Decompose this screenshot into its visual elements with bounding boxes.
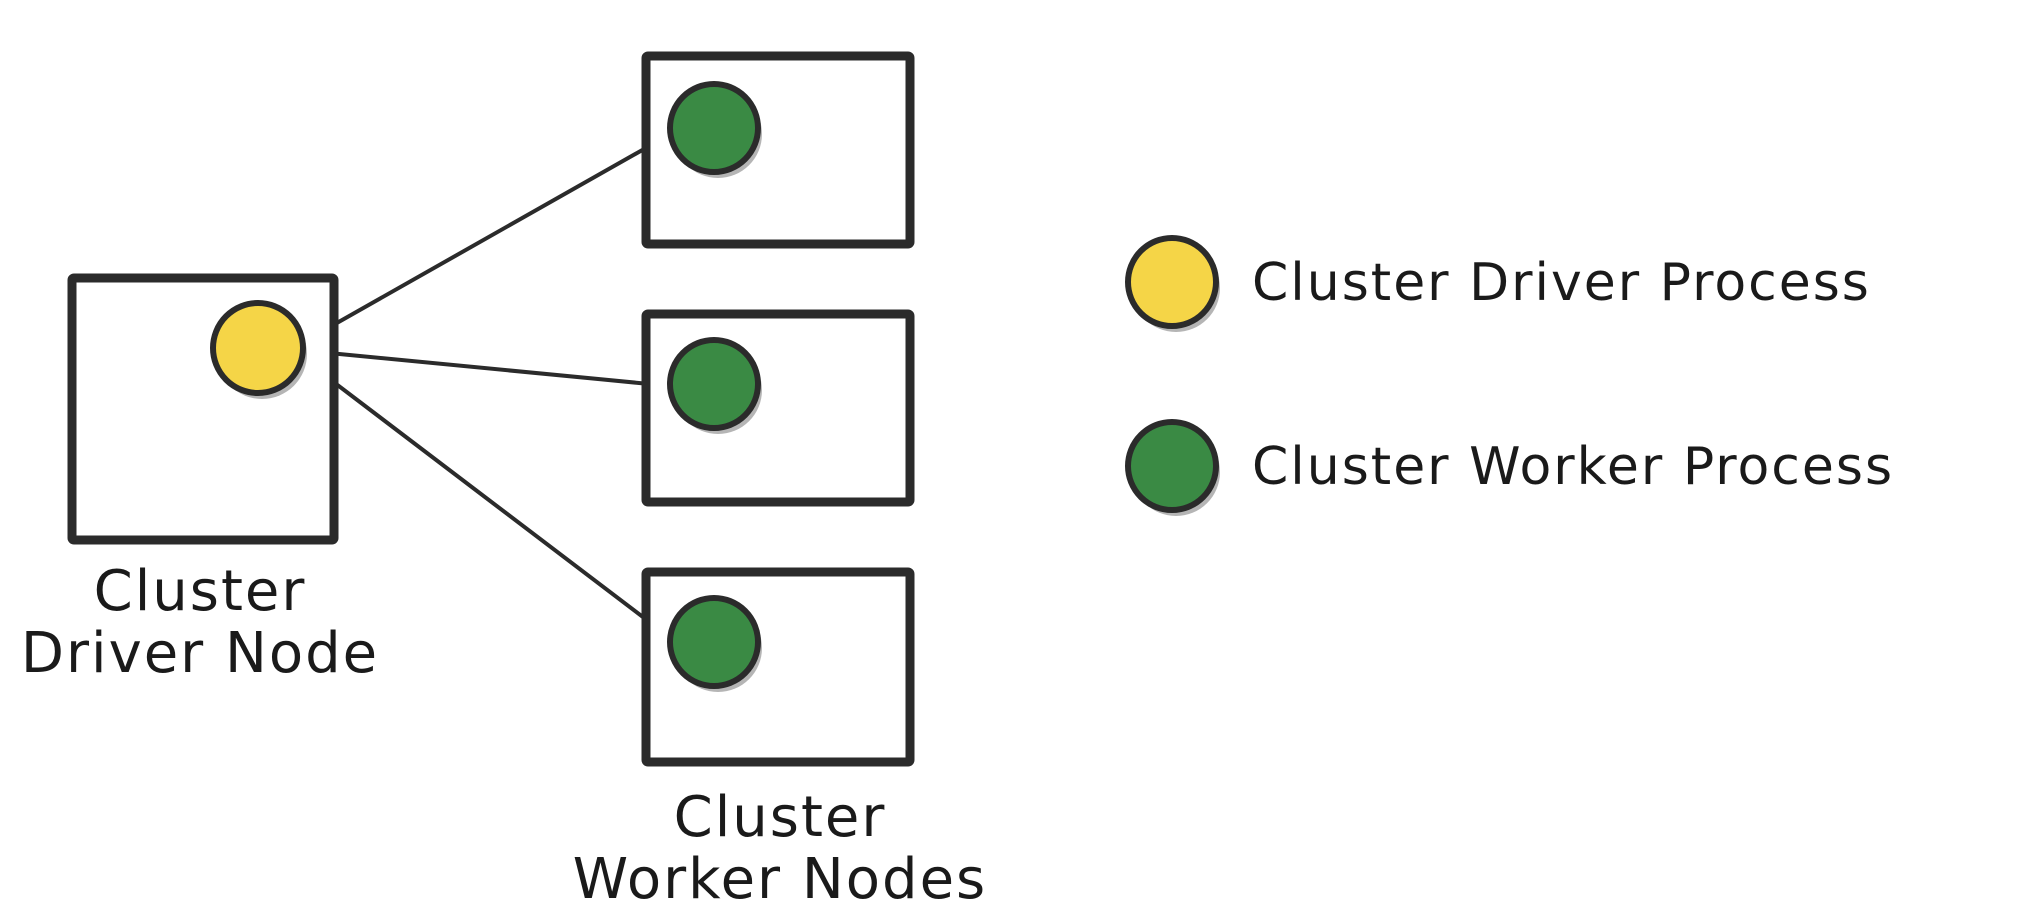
driver-node-label-line1: Cluster	[94, 559, 307, 624]
worker-process-icon	[667, 81, 761, 175]
link-to-worker-1	[296, 138, 662, 347]
link-to-worker-2	[296, 348, 662, 387]
worker-nodes: Cluster Worker Nodes	[573, 51, 987, 910]
driver-node: Cluster Driver Node	[21, 273, 379, 686]
legend: Cluster Driver Process Cluster Worker Pr…	[1125, 235, 1894, 516]
legend-driver-process-icon	[1125, 235, 1219, 329]
link-to-worker-3	[296, 353, 662, 632]
legend-item-driver: Cluster Driver Process	[1125, 235, 1871, 332]
legend-item-worker: Cluster Worker Process	[1125, 419, 1894, 516]
worker-process-icon	[667, 595, 761, 689]
legend-worker-process-label: Cluster Worker Process	[1252, 437, 1894, 497]
worker-node-3	[641, 567, 915, 767]
worker-node-1	[641, 51, 915, 249]
worker-nodes-label-line2: Worker Nodes	[573, 847, 987, 910]
connections	[296, 138, 662, 632]
worker-process-icon	[667, 337, 761, 431]
legend-worker-process-icon	[1125, 419, 1219, 513]
worker-nodes-label-line1: Cluster	[674, 785, 887, 850]
legend-driver-process-label: Cluster Driver Process	[1252, 253, 1871, 313]
driver-node-label-line2: Driver Node	[21, 621, 379, 686]
worker-node-2	[641, 309, 915, 507]
driver-process-icon	[210, 300, 306, 396]
